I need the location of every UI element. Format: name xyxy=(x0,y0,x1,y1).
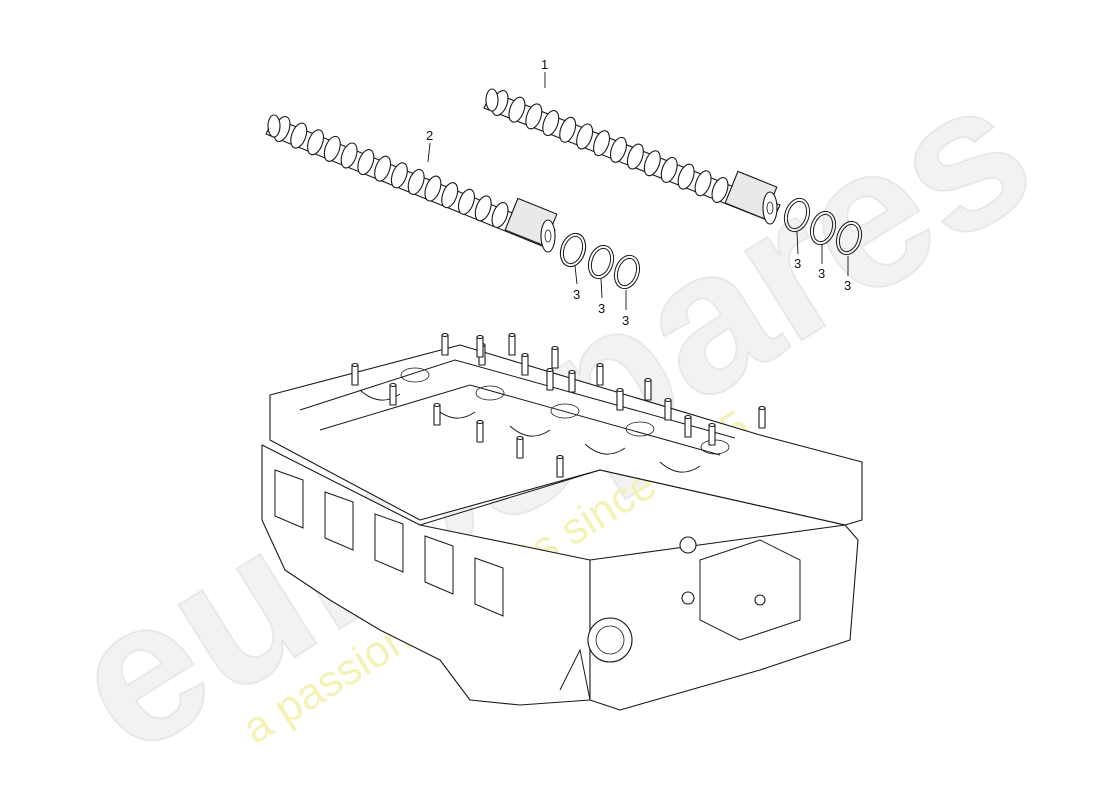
callout-3-right-c[interactable]: 3 xyxy=(844,278,851,293)
callout-3-left-c[interactable]: 3 xyxy=(622,313,629,328)
cylinder-head[interactable] xyxy=(261,332,863,711)
sealing-rings-right[interactable] xyxy=(780,195,865,258)
callout-3-left-b[interactable]: 3 xyxy=(598,301,605,316)
callout-3-left-a[interactable]: 3 xyxy=(573,287,580,302)
camshaft-2[interactable] xyxy=(265,114,558,253)
leader-lines xyxy=(427,72,849,310)
sealing-rings-left[interactable] xyxy=(556,230,643,292)
callout-3-right-b[interactable]: 3 xyxy=(818,266,825,281)
callout-2[interactable]: 2 xyxy=(426,128,433,143)
camshaft-1[interactable] xyxy=(483,88,781,225)
callout-3-right-a[interactable]: 3 xyxy=(794,256,801,271)
callout-numbers: 1 2 3 3 3 3 3 3 xyxy=(426,57,851,328)
callout-1[interactable]: 1 xyxy=(541,57,548,72)
